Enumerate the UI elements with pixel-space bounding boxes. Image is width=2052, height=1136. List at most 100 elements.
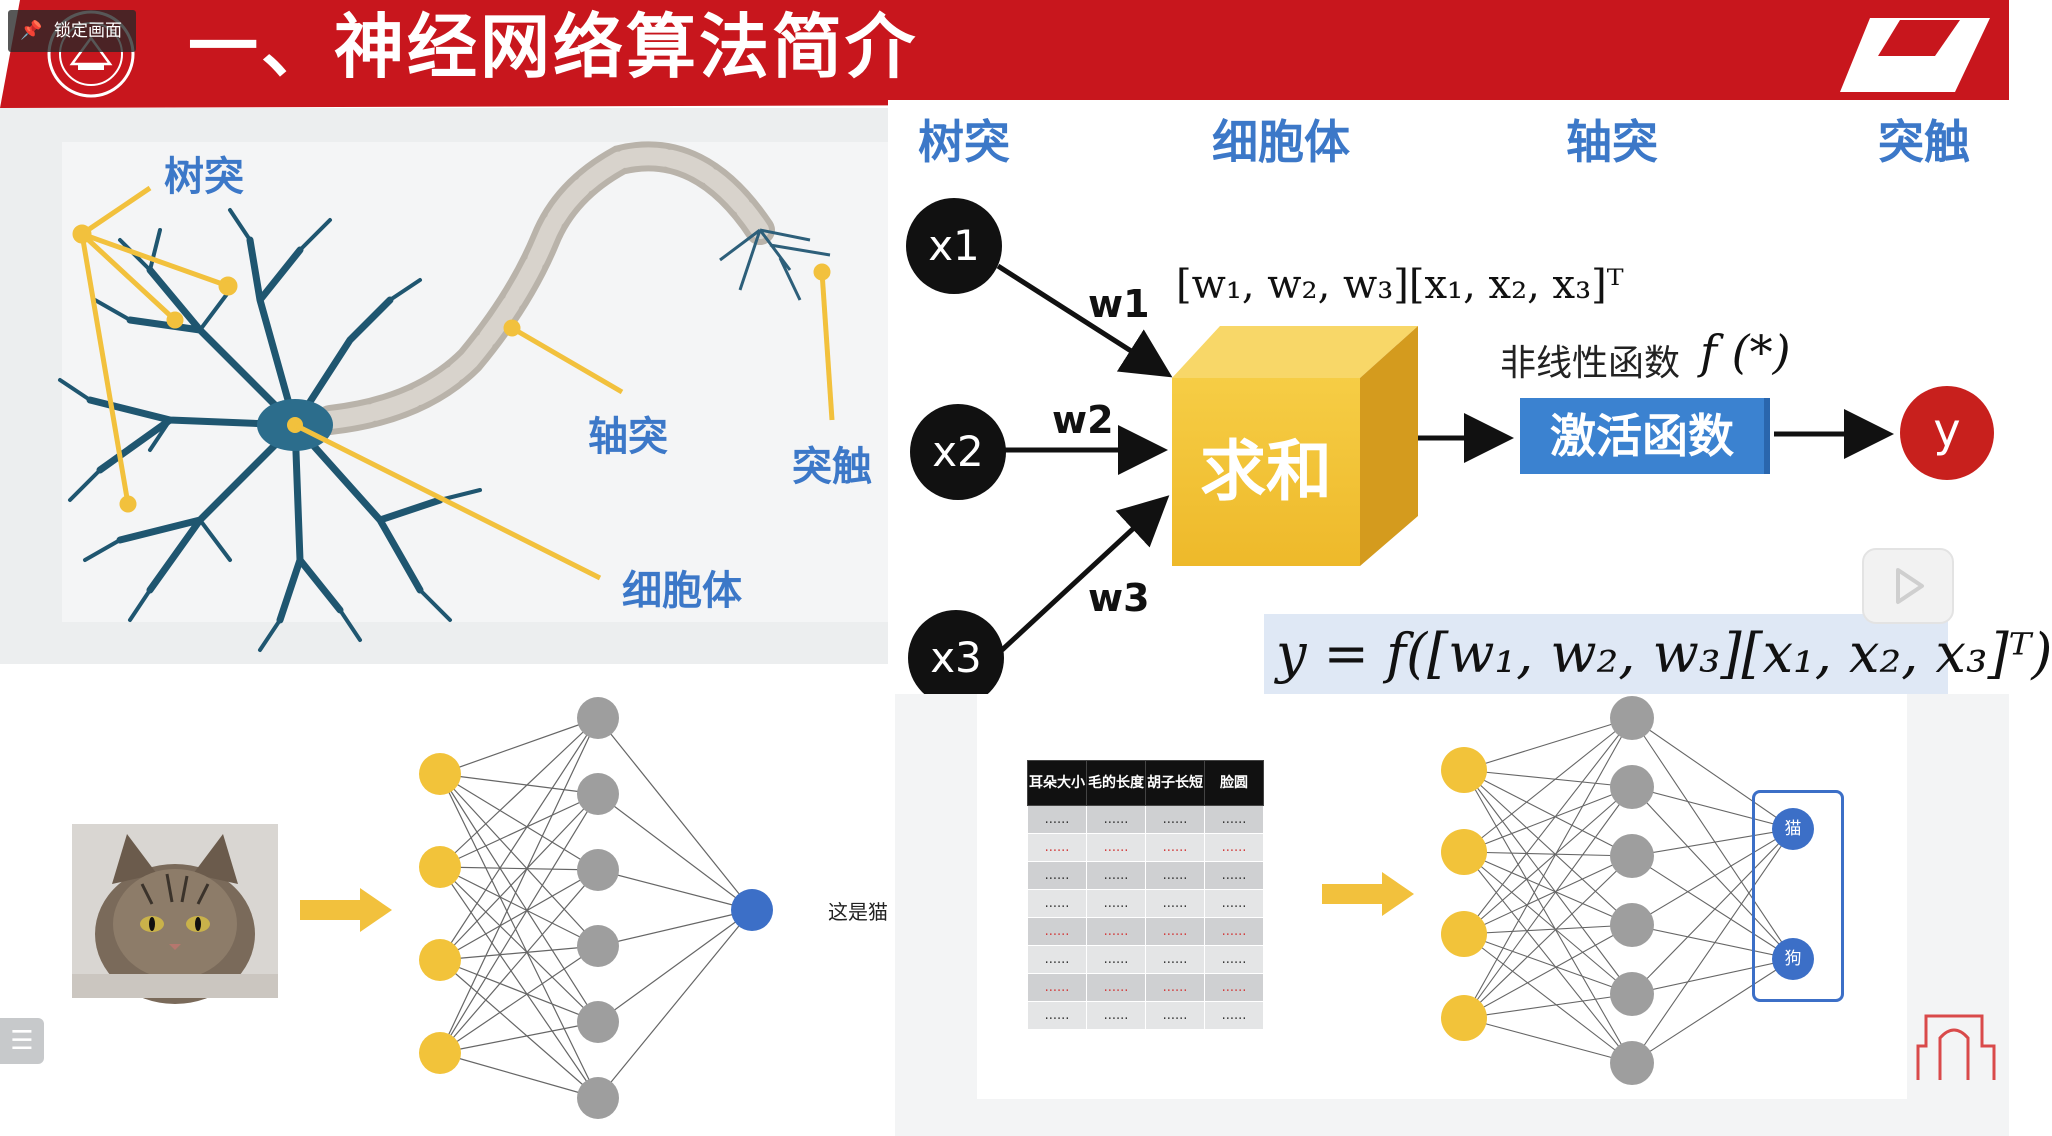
table-cell: ...... bbox=[1145, 973, 1205, 1002]
network-edge bbox=[1631, 958, 1794, 1064]
table-cell: ...... bbox=[1145, 945, 1205, 974]
building-outline-icon bbox=[1916, 1014, 1996, 1080]
hidden-neuron bbox=[577, 1077, 619, 1119]
output-formula: y = f([w₁, w₂, w₃][x₁, x₂, x₃]ᵀ) bbox=[1276, 622, 2052, 685]
network-edge bbox=[1463, 1017, 1633, 1064]
network-edge bbox=[1463, 769, 1633, 995]
play-button[interactable] bbox=[1862, 548, 1954, 624]
network-edge bbox=[1631, 828, 1794, 995]
table-header-whisker: 胡子长短 bbox=[1145, 760, 1205, 806]
table-row: ........................ bbox=[1027, 1001, 1264, 1030]
network-edge bbox=[1631, 828, 1794, 1064]
output-neuron bbox=[731, 889, 773, 931]
hidden-neuron bbox=[1610, 834, 1654, 878]
table-row: ........................ bbox=[1027, 889, 1264, 918]
side-menu-button[interactable]: ☰ bbox=[0, 1018, 44, 1064]
table-cell: ...... bbox=[1086, 889, 1146, 918]
network-edge bbox=[1463, 769, 1633, 1064]
network-edge bbox=[439, 866, 599, 871]
table-cell: ...... bbox=[1086, 973, 1146, 1002]
network-edge bbox=[1463, 855, 1633, 1019]
network-edge bbox=[439, 959, 599, 1023]
network-edge bbox=[597, 909, 753, 947]
network-edge bbox=[439, 945, 599, 961]
network-edge bbox=[1463, 717, 1633, 1019]
play-icon bbox=[1896, 568, 1924, 604]
arrow-right-icon bbox=[1322, 872, 1414, 916]
network-edge bbox=[597, 717, 753, 911]
network-edge bbox=[1463, 851, 1633, 1064]
table-row: ........................ bbox=[1027, 917, 1264, 946]
network-edge bbox=[439, 773, 599, 947]
table-cell: ...... bbox=[1027, 889, 1087, 918]
sum-cube: 求和 bbox=[1172, 378, 1360, 566]
network-edge bbox=[439, 869, 599, 1054]
network-edge bbox=[1631, 828, 1794, 857]
slide-title: 一、神经网络算法简介 bbox=[188, 6, 918, 88]
network-edge bbox=[439, 793, 599, 961]
network-edge bbox=[1631, 717, 1794, 960]
network-edge bbox=[1631, 958, 1794, 995]
hidden-neuron bbox=[1610, 1041, 1654, 1085]
output-formula-box bbox=[1264, 614, 1948, 694]
classifier-network-diagram bbox=[1441, 696, 1794, 1085]
network-edge bbox=[439, 866, 599, 947]
table-cell: ...... bbox=[1204, 861, 1264, 890]
list-icon: ☰ bbox=[10, 1026, 34, 1056]
table-cell: ...... bbox=[1145, 805, 1205, 834]
feature-table: 耳朵大小 毛的长度 胡子长短 脸圆 ......................… bbox=[1027, 760, 1264, 1030]
header-synapse: 突触 bbox=[1878, 115, 1970, 169]
network-edge bbox=[439, 717, 599, 961]
table-header-fur: 毛的长度 bbox=[1086, 760, 1146, 806]
network-edge bbox=[439, 773, 599, 1099]
table-cell: ...... bbox=[1027, 861, 1087, 890]
header-cell-body: 细胞体 bbox=[1212, 115, 1350, 169]
table-cell: ...... bbox=[1204, 1001, 1264, 1030]
network-edge bbox=[1463, 924, 1633, 935]
activation-function-box: 激活函数 bbox=[1520, 398, 1764, 474]
table-cell: ...... bbox=[1145, 889, 1205, 918]
output-node-cat: 猫 bbox=[1772, 808, 1814, 850]
network-edge bbox=[1463, 769, 1633, 926]
hidden-neuron bbox=[577, 697, 619, 739]
network-edge bbox=[1631, 828, 1794, 926]
network-edge bbox=[439, 959, 599, 1099]
table-cell: ...... bbox=[1145, 1001, 1205, 1030]
network-edge bbox=[439, 773, 599, 795]
output-node-y: y bbox=[1900, 386, 1994, 480]
cat-network-diagram bbox=[419, 697, 773, 1119]
input-node-x1: x1 bbox=[906, 198, 1002, 294]
output-group-box bbox=[1752, 790, 1844, 1002]
network-edge bbox=[439, 1021, 599, 1054]
table-cell: ...... bbox=[1086, 861, 1146, 890]
table-cell: ...... bbox=[1027, 805, 1087, 834]
input-neuron bbox=[1441, 747, 1487, 793]
input-neuron bbox=[1441, 995, 1487, 1041]
lock-screen-label: 锁定画面 bbox=[54, 21, 122, 41]
pin-icon: 📌 bbox=[20, 20, 43, 41]
weight-w2: w2 bbox=[1052, 398, 1114, 442]
hidden-neuron bbox=[577, 925, 619, 967]
table-row: ........................ bbox=[1027, 833, 1264, 862]
network-edge bbox=[439, 869, 599, 961]
label-dendrite: 树突 bbox=[164, 154, 244, 200]
network-edge bbox=[439, 945, 599, 1054]
weighted-sum-formula: [w₁, w₂, w₃][x₁, x₂, x₃]ᵀ bbox=[1176, 262, 1624, 308]
table-cell: ...... bbox=[1204, 805, 1264, 834]
network-edge bbox=[1463, 769, 1633, 788]
network-edge bbox=[1463, 717, 1633, 935]
network-edge bbox=[1463, 786, 1633, 935]
network-edge bbox=[439, 717, 599, 775]
weight-w3: w3 bbox=[1088, 576, 1150, 620]
hidden-neuron bbox=[577, 773, 619, 815]
network-edge bbox=[1463, 786, 1633, 1019]
network-edge bbox=[1463, 851, 1633, 857]
table-cell: ...... bbox=[1027, 833, 1087, 862]
network-edge bbox=[597, 909, 753, 1099]
network-edge bbox=[597, 793, 753, 911]
hidden-neuron bbox=[577, 849, 619, 891]
lock-screen-button[interactable]: 📌 锁定画面 bbox=[8, 10, 136, 52]
weight-w1: w1 bbox=[1088, 282, 1150, 326]
nonlinear-function-symbol: f (*) bbox=[1700, 325, 1791, 379]
cat-photo bbox=[72, 824, 278, 1004]
